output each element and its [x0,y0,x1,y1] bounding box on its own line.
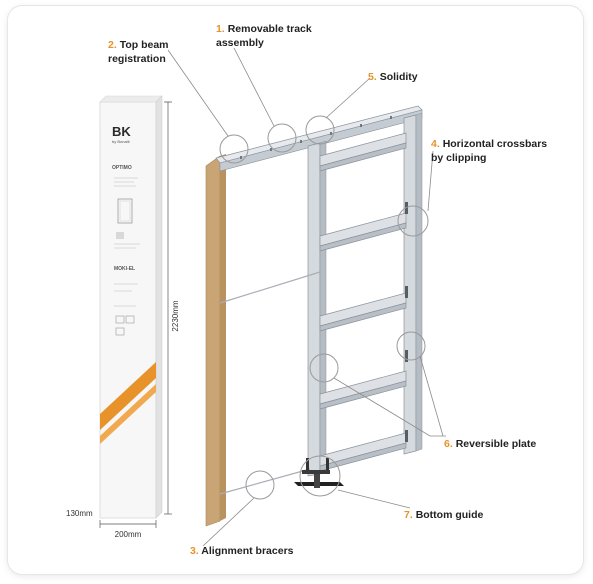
callout-7: 7. Bottom guide [404,509,484,521]
callout-5: 5. Solidity [368,71,418,83]
circle-bottom-guide [299,455,341,497]
circle-top-beam [219,134,249,164]
circle-plate-left [309,353,339,383]
height-dimension: 2230mm [171,300,180,331]
callout-2-line-2: registration [108,53,166,65]
callout-4-line-1: Horizontal crossbars [443,138,548,150]
circle-bracers [245,470,275,500]
svg-text:1. Removable track: 1. Removable track [216,23,312,35]
leader-lines [167,47,446,547]
callout-1: 1. Removable track assembly [216,23,312,49]
bottom-guide [294,458,344,488]
callout-6-line-1: Reversible plate [456,438,537,450]
alignment-bracers [219,271,321,495]
callout-3: 3. Alignment bracers [190,545,294,557]
box-product: OPTIMO [112,165,132,171]
callout-2-number: 2. [108,39,117,51]
callout-2: 2. Top beam registration [108,39,169,65]
callout-1-number: 1. [216,23,225,35]
pocket-door-diagram: BK by Bonaiti OPTIMO MOKI-EL 2230mm 200m… [66,23,547,557]
callout-4-number: 4. [431,138,440,150]
circle-plate-right [396,331,426,361]
callout-4: 4. Horizontal crossbars by clipping [431,138,547,164]
svg-text:5. Solidity: 5. Solidity [368,71,418,83]
circle-crossbar [397,205,429,237]
wooden-jamb [205,154,226,527]
box-logo: BK [112,124,131,139]
svg-text:6. Reversible plate: 6. Reversible plate [444,438,536,450]
metal-frame [307,112,423,477]
box-door-icon [117,198,133,224]
diagram-card: BK by Bonaiti OPTIMO MOKI-EL 2230mm 200m… [8,6,583,574]
svg-text:7. Bottom guide: 7. Bottom guide [404,509,484,521]
highlight-circles [219,115,429,500]
width-dimension: 200mm [115,530,142,539]
svg-text:4. Horizontal crossbars: 4. Horizontal crossbars [431,138,547,150]
callout-2-line-1: Top beam [120,39,169,51]
box-brand: by Bonaiti [112,139,130,144]
dimension-lines [99,101,172,528]
depth-dimension: 130mm [66,509,93,518]
callout-5-number: 5. [368,71,377,83]
svg-text:2. Top beam: 2. Top beam [108,39,169,51]
callout-7-number: 7. [404,509,413,521]
circle-track [267,123,297,153]
product-box: BK by Bonaiti OPTIMO MOKI-EL [99,95,163,519]
callout-6: 6. Reversible plate [444,438,536,450]
callout-3-line-1: Alignment bracers [201,545,293,557]
circle-solidity [305,115,335,145]
box-model: MOKI-EL [114,266,135,272]
callout-3-number: 3. [190,545,199,557]
svg-text:3. Alignment bracers: 3. Alignment bracers [190,545,294,557]
callout-1-line-1: Removable track [228,23,312,35]
callout-4-line-2: by clipping [431,152,486,164]
box-badge [116,232,124,239]
callout-1-line-2: assembly [216,37,264,49]
callout-5-line-1: Solidity [380,71,418,83]
callout-6-number: 6. [444,438,453,450]
callout-7-line-1: Bottom guide [416,509,484,521]
box-text-lines [114,177,140,307]
